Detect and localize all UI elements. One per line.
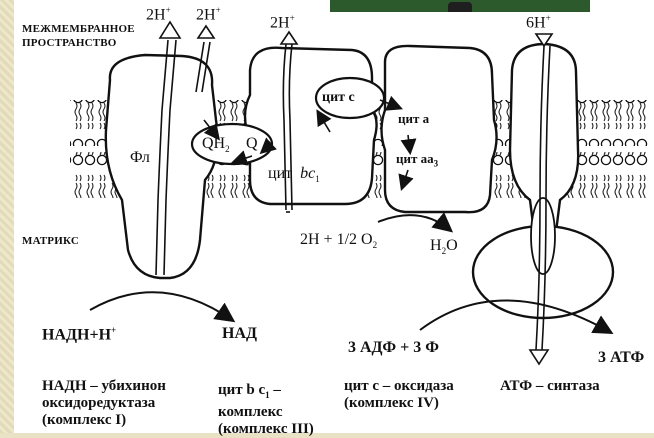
- proton-label-complex-i-a: 2Н+: [146, 6, 171, 23]
- nad-label: НАД: [222, 326, 257, 342]
- complex-i-caption: НАДН – убихинон оксидоредуктаза (комплек…: [42, 378, 166, 429]
- nadh-reaction-arrow: [90, 292, 232, 320]
- oxygen-reaction-label: 2Н + 1/2 О2: [300, 232, 377, 250]
- complex-iv-shape: [382, 46, 497, 212]
- matrix-label: МАТРИКС: [22, 236, 79, 247]
- proton-label-complex-i-b: 2Н+: [196, 6, 221, 23]
- flavoprotein-label: Фл: [130, 150, 150, 166]
- complex-iii-caption: цит b c1 – комплекс (комплекс III): [218, 382, 314, 438]
- nadh-label: НАДН+Н+: [42, 326, 116, 343]
- atp-label: 3 АТФ: [598, 350, 644, 366]
- proton-label-atp-synthase: 6Н+: [526, 14, 551, 31]
- cytochrome-c-label: цит c: [322, 91, 355, 105]
- adp-phosphate-label: 3 АДФ + 3 Ф: [348, 340, 439, 356]
- cytochrome-bc1-label: цит bc1: [268, 166, 320, 184]
- proton-label-complex-iii: 2Н+: [270, 14, 295, 31]
- water-label: Н2О: [430, 238, 458, 256]
- complex-iv-caption: цит c – оксидаза (комплекс IV): [344, 378, 454, 412]
- intermembrane-space-label-2: ПРОСТРАНСТВО: [22, 38, 117, 49]
- cytochrome-aa3-label: цит aa3: [396, 152, 438, 169]
- complex-i-shape: [106, 55, 218, 278]
- intermembrane-space-label-1: МЕЖМЕМБРАННОЕ: [22, 24, 135, 35]
- atp-synthase-caption: АТФ – синтаза: [500, 378, 600, 395]
- ubiquinone-label: Q: [246, 136, 258, 152]
- ubiquinol-label: QH2: [202, 136, 230, 154]
- oxygen-reaction-arrow: [378, 215, 450, 230]
- cytochrome-a-label: цит a: [398, 112, 429, 125]
